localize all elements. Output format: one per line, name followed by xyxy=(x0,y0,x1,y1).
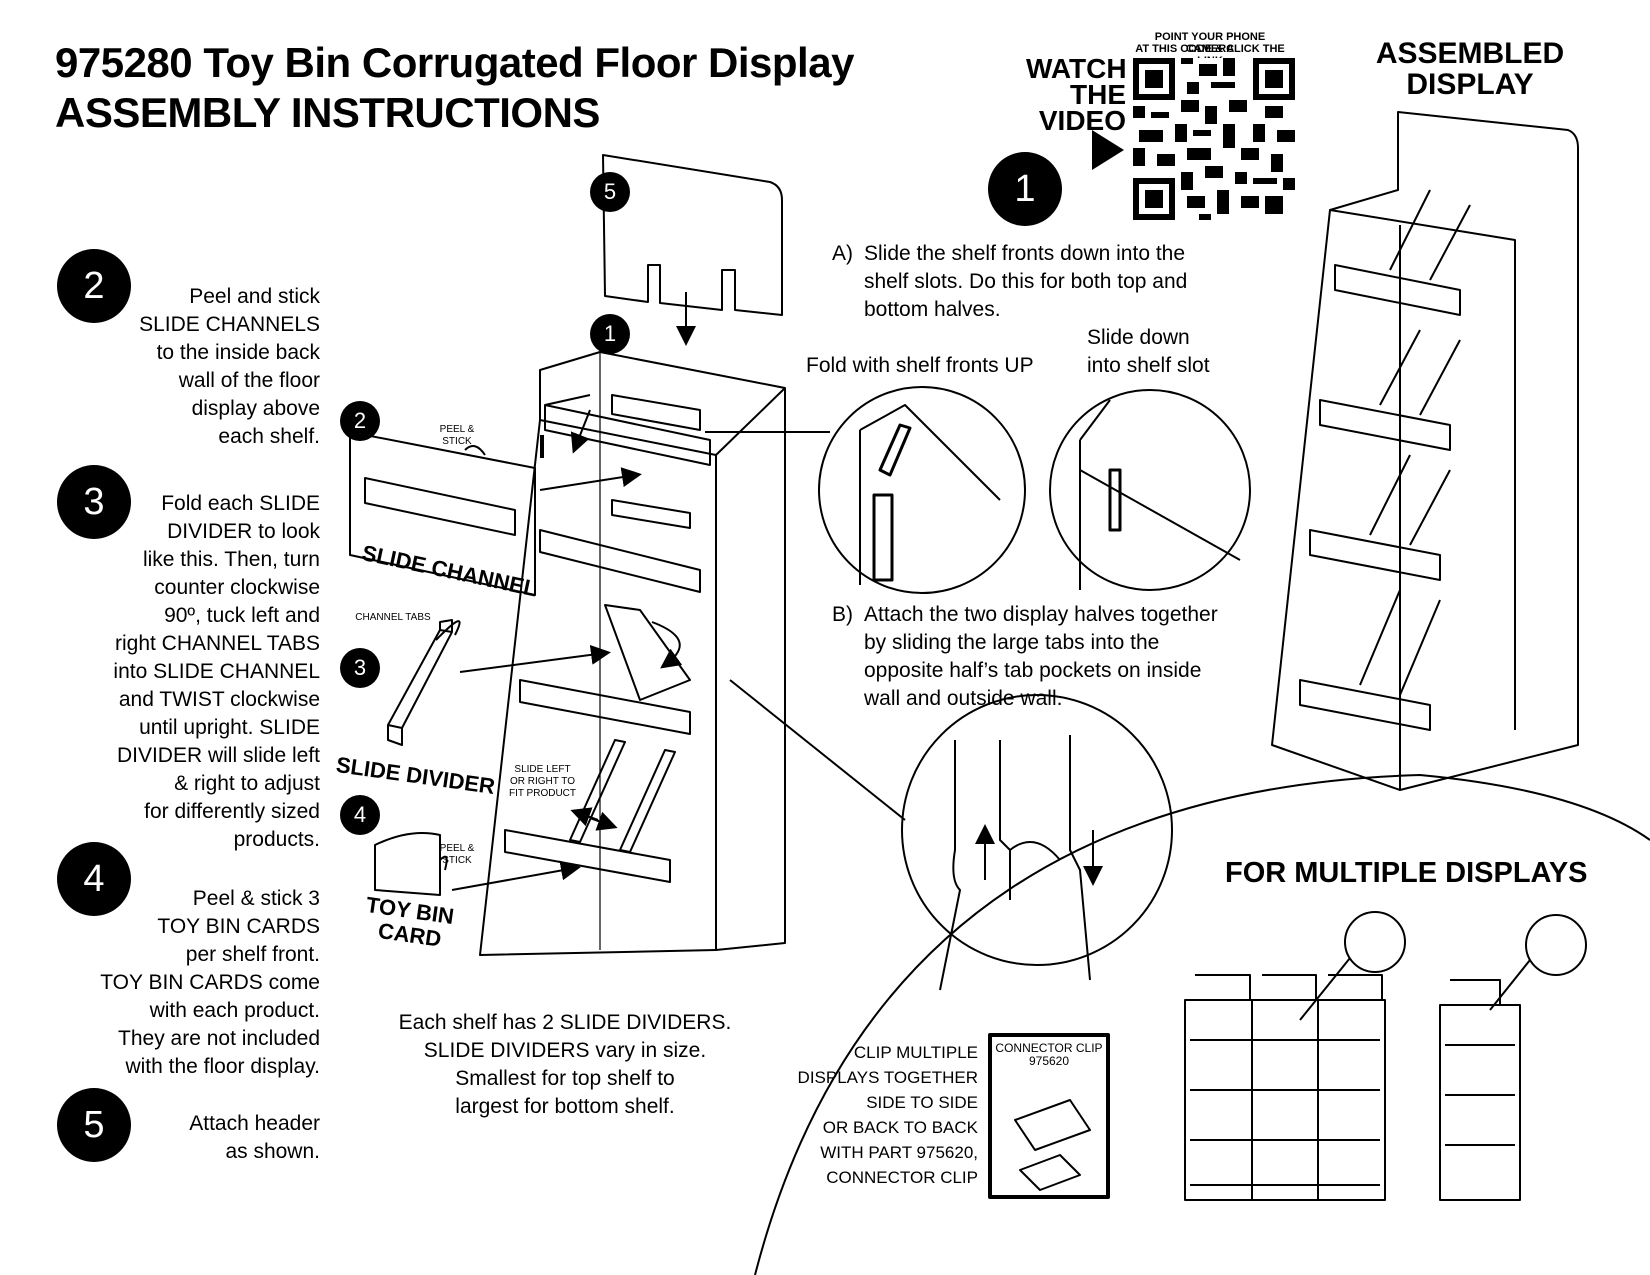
play-icon[interactable] xyxy=(1092,130,1124,170)
connector-clip-part: 975620 xyxy=(1028,1054,1070,1068)
dividers-note-line4: largest for bottom shelf. xyxy=(455,1095,675,1118)
multiple-displays-heading: FOR MULTIPLE DISPLAYS xyxy=(1225,857,1588,889)
slide-left-label: SLIDE LEFT OR RIGHT TO FIT PRODUCT xyxy=(508,764,577,799)
dividers-note-line1: Each shelf has 2 SLIDE DIVIDERS. xyxy=(398,1011,732,1034)
step-1a-line3: bottom halves. xyxy=(864,298,1001,321)
fold-label: Fold with shelf fronts UP xyxy=(806,354,1034,377)
multiple-displays-arc xyxy=(754,774,1650,1275)
dividers-note-line3: Smallest for top shelf to xyxy=(455,1067,675,1090)
leader-line-2 xyxy=(729,679,906,821)
connector-clip-title: CONNECTOR CLIP xyxy=(995,1041,1103,1055)
assembled-heading-2: DISPLAY xyxy=(1406,68,1534,101)
step-5-badge: 5 xyxy=(57,1088,131,1162)
toy-bin-card-drawing xyxy=(374,832,448,896)
header-card-drawing xyxy=(602,154,783,316)
slide-down-label-1: Slide down xyxy=(1087,326,1190,349)
peel-stick-label-1: PEEL & STICK xyxy=(439,424,475,447)
step-4-badge: 4 xyxy=(57,842,131,916)
step-5-text: Attach header as shown. xyxy=(189,1112,320,1163)
step-1b-line1: Attach the two display halves together xyxy=(864,603,1218,626)
step-1a-line2: shelf slots. Do this for both top and xyxy=(864,270,1188,293)
assembled-heading-1: ASSEMBLED xyxy=(1375,37,1565,70)
detail-slide-circle xyxy=(1049,389,1251,591)
step-4-text: Peel & stick 3 TOY BIN CARDS per shelf f… xyxy=(100,887,320,1078)
step-2-badge: 2 xyxy=(57,249,131,323)
clip-instructions: CLIP MULTIPLE DISPLAYS TOGETHER SIDE TO … xyxy=(797,1043,978,1187)
step-1a-letter: A) xyxy=(832,242,853,265)
step-3-badge: 3 xyxy=(57,465,131,539)
qr-code[interactable] xyxy=(1133,58,1295,220)
step-1a-line1: Slide the shelf fronts down into the xyxy=(864,242,1186,265)
assembled-display-drawing xyxy=(1271,111,1579,791)
step-1b-line4: wall and outside wall. xyxy=(864,687,1063,710)
page-subtitle: ASSEMBLY INSTRUCTIONS xyxy=(55,89,600,136)
watch-text: WATCH xyxy=(1026,53,1127,84)
main-display-drawing xyxy=(479,351,786,956)
callout-1: 1 xyxy=(590,314,630,354)
channel-tabs-label: CHANNEL TABS xyxy=(355,612,431,623)
step-3-text: Fold each SLIDE DIVIDER to look like thi… xyxy=(113,492,320,851)
peel-stick-label-2: PEEL & STICK xyxy=(439,843,475,866)
callout-3: 3 xyxy=(340,648,380,688)
dividers-note-line2: SLIDE DIVIDERS vary in size. xyxy=(423,1039,707,1062)
step-1b-line3: opposite half’s tab pockets on inside xyxy=(864,659,1202,682)
callout-2: 2 xyxy=(340,401,380,441)
detail-fold-circle xyxy=(818,386,1026,594)
step-1b-letter: B) xyxy=(832,603,853,626)
qr-note-line1: POINT YOUR PHONE CAMERA xyxy=(1154,31,1266,55)
slide-down-label-2: into shelf slot xyxy=(1087,354,1210,377)
slide-divider-drawing xyxy=(387,619,461,746)
detail-tabs-circle xyxy=(901,694,1173,991)
callout-4: 4 xyxy=(340,795,380,835)
the-text: THE xyxy=(1070,79,1126,110)
video-text: VIDEO xyxy=(1038,105,1126,136)
step-1-badge: 1 xyxy=(988,152,1062,226)
slide-channel-drawing xyxy=(349,431,536,596)
connector-clip-box xyxy=(988,1033,1110,1199)
multiple-displays-drawing xyxy=(1184,911,1587,1201)
step-2-text: Peel and stick SLIDE CHANNELS to the ins… xyxy=(139,285,320,448)
callout-5: 5 xyxy=(590,172,630,212)
page-title: 975280 Toy Bin Corrugated Floor Display xyxy=(55,39,854,86)
step-1b-line2: by sliding the large tabs into the xyxy=(864,631,1160,654)
